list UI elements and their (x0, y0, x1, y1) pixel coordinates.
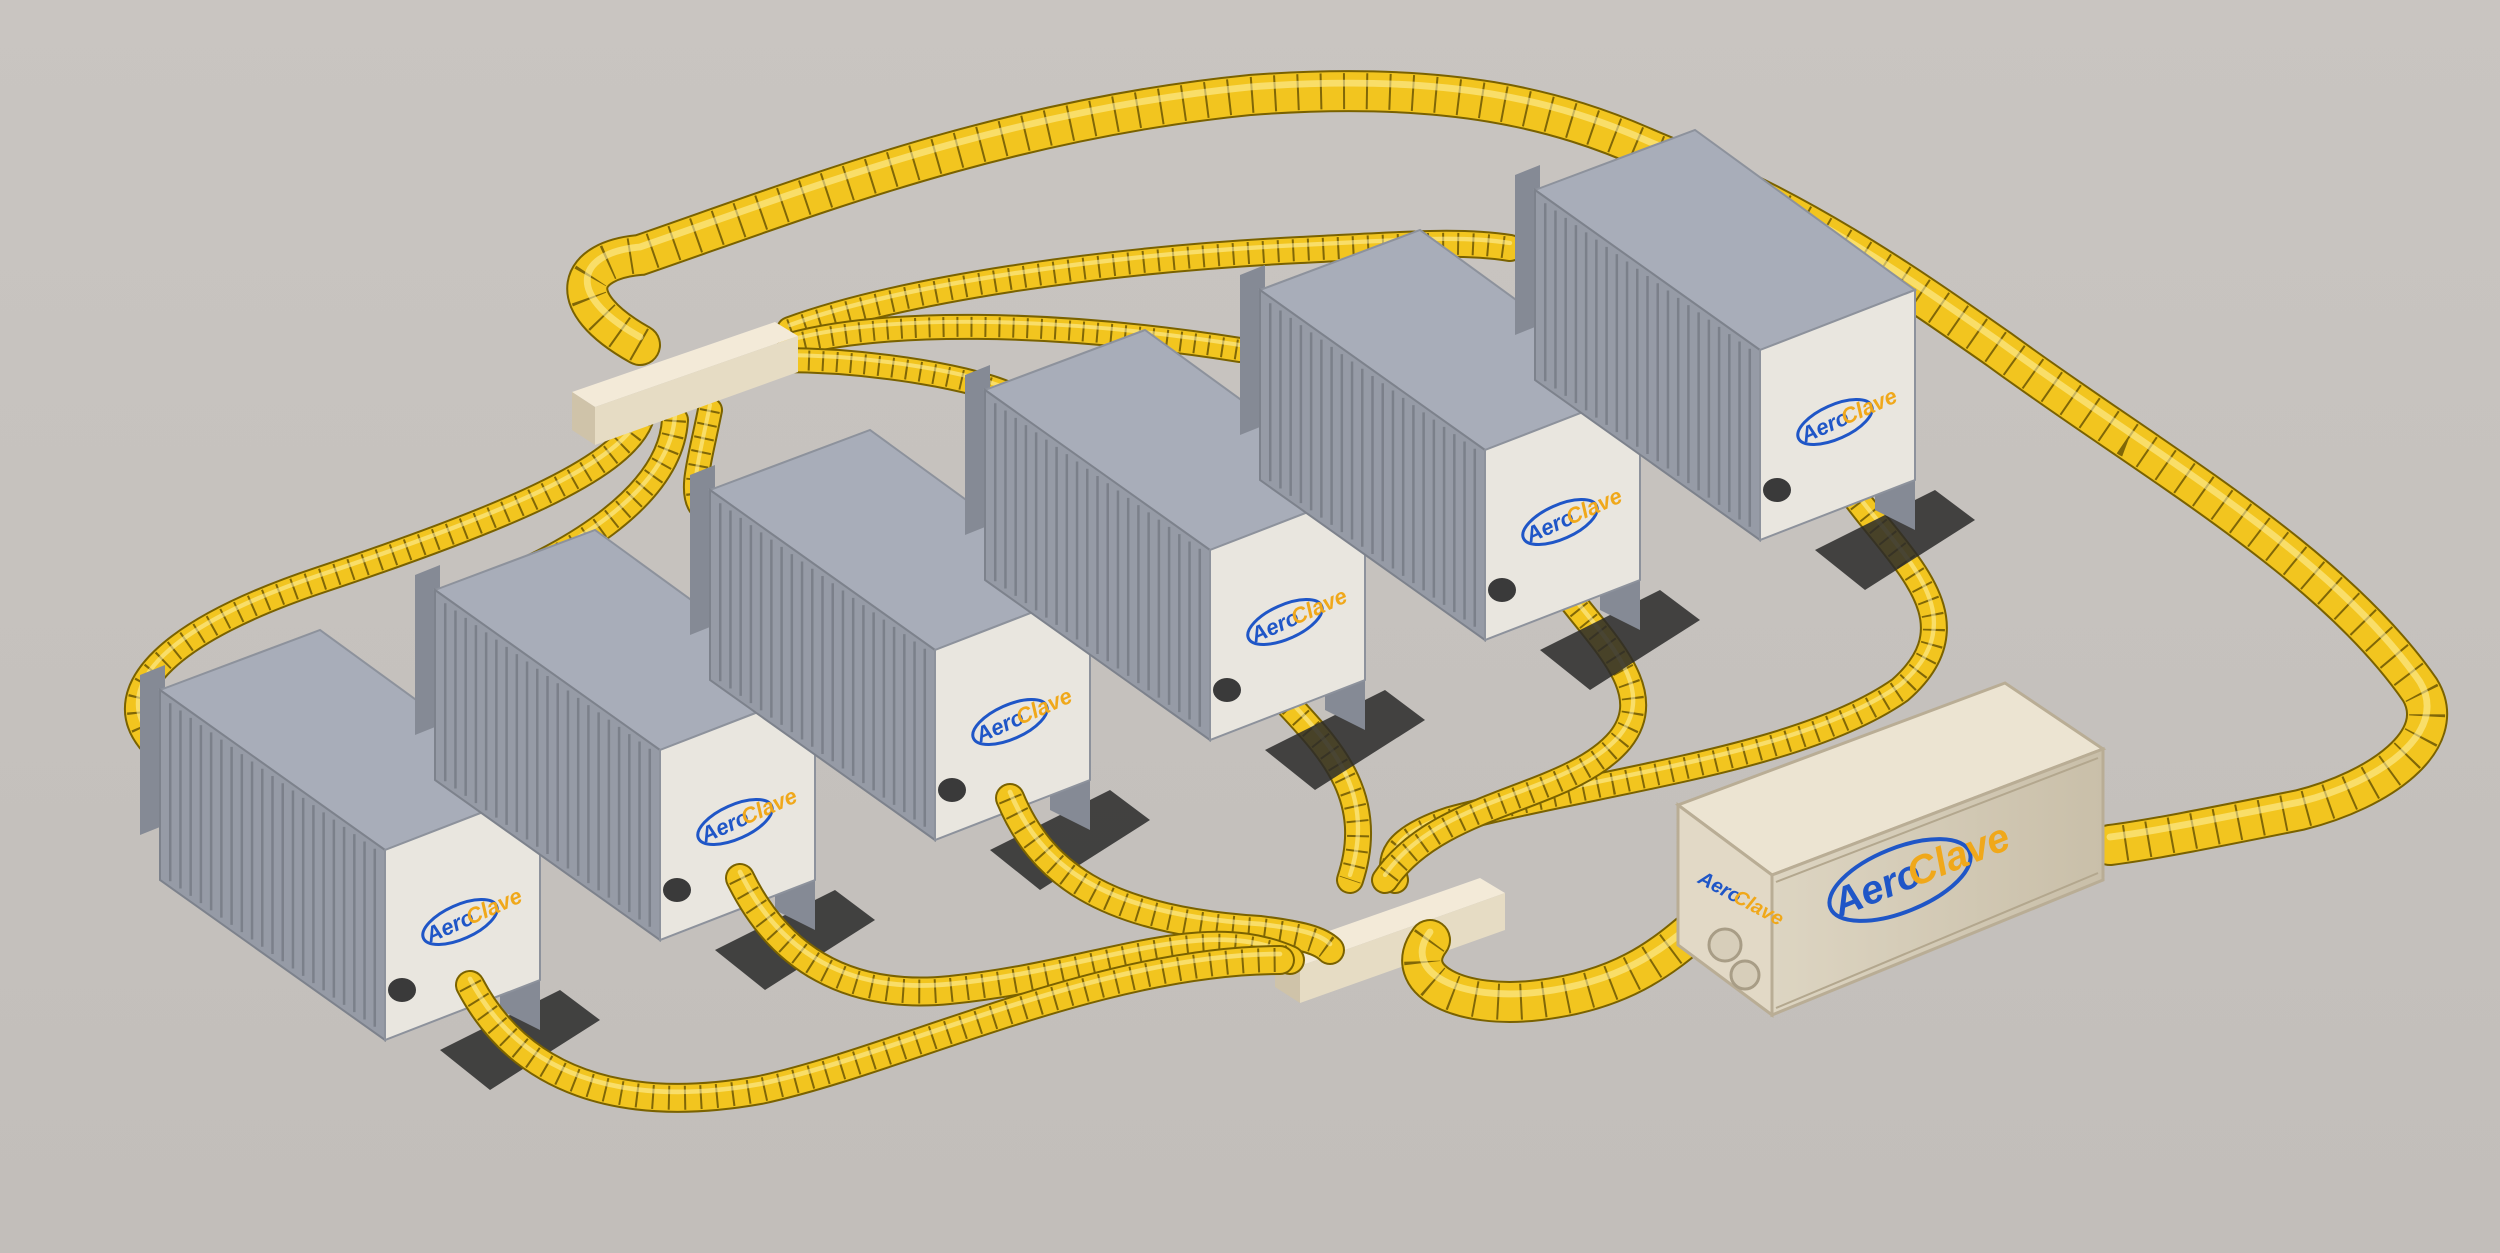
flexible-duct-hose (727, 865, 1303, 1005)
flexible-duct-hose (997, 785, 1343, 963)
hose-network-front (455, 783, 1721, 1113)
decontamination-unit: Aero Clave Aero Clave (1674, 681, 2107, 1018)
flexible-duct-hose (1403, 906, 1719, 1021)
flexible-duct-hose (457, 947, 1293, 1111)
upper-manifold (572, 322, 798, 445)
container-row: AeroClaveAeroClaveAeroClaveAeroClaveAero… (140, 128, 1975, 1090)
